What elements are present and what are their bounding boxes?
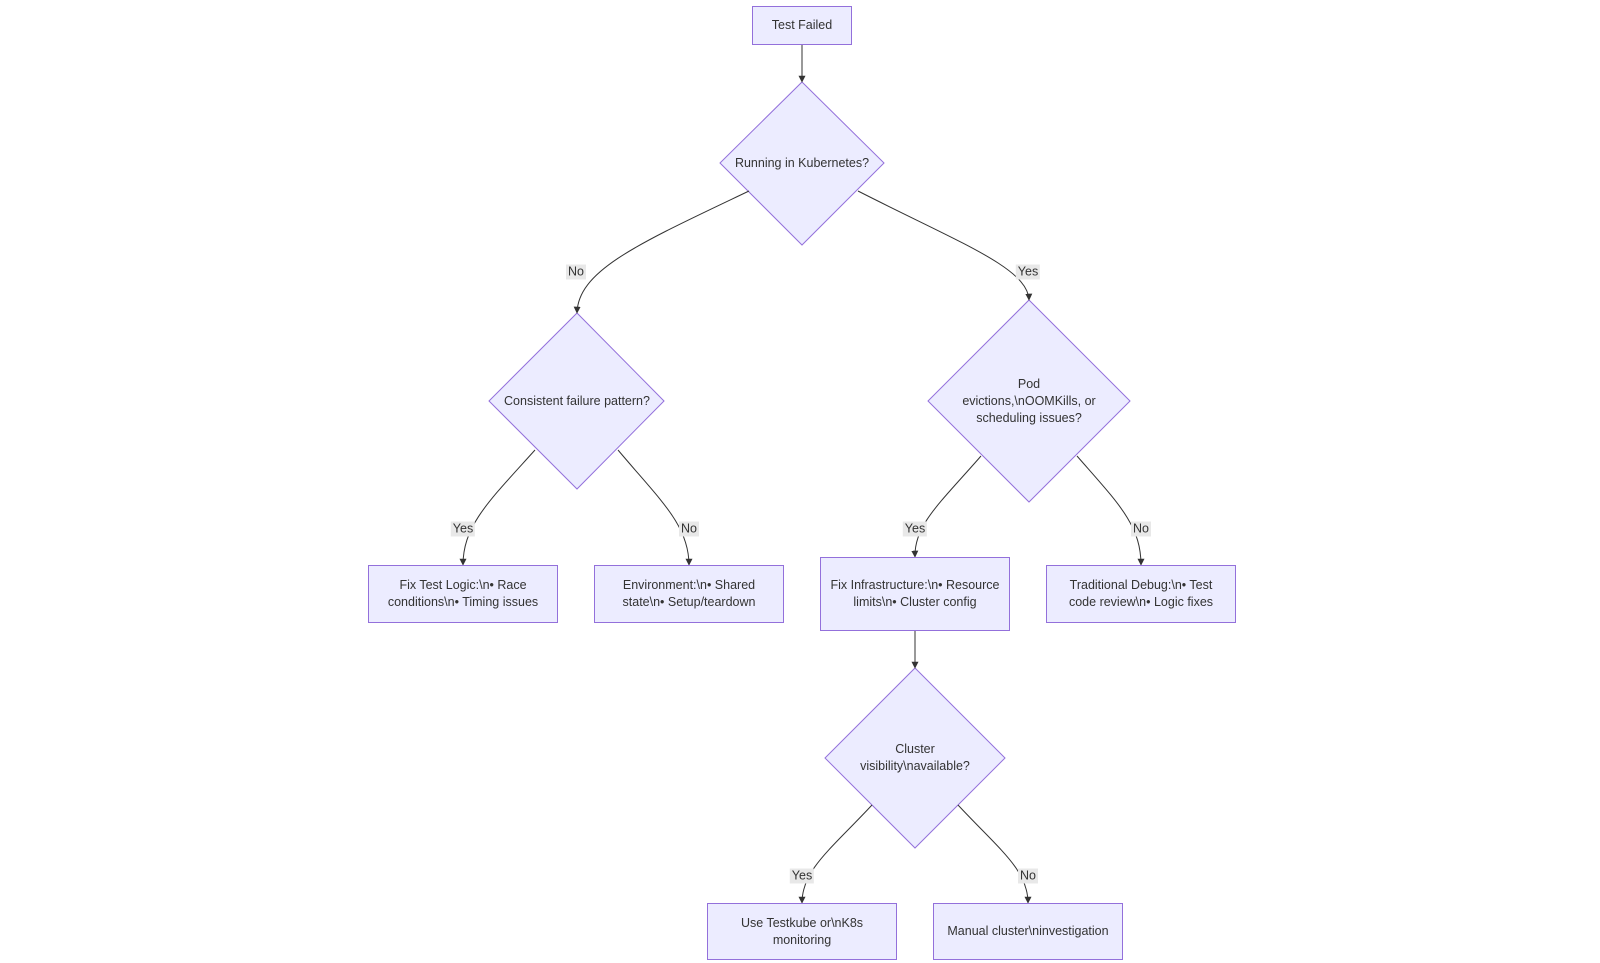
node-traditional-debug-label: Traditional Debug:\n• Test code review\n… — [1068, 578, 1214, 609]
node-fix-infrastructure: Fix Infrastructure:\n• Resource limits\n… — [820, 557, 1010, 631]
node-manual-investigation-label: Manual cluster\ninvestigation — [947, 924, 1109, 938]
decision-running-k8s-label: Running in Kubernetes? — [734, 155, 870, 170]
node-use-testkube-label: Use Testkube or\nK8s monitoring — [740, 915, 864, 947]
edge-consistent-failure-to-environment — [617, 449, 693, 566]
edge-label-visibility-yes: Yes — [789, 868, 815, 884]
edge-cluster-visibility-to-manual-investigation — [957, 804, 1032, 904]
decision-running-k8s: Running in Kubernetes? — [722, 143, 882, 183]
edge-label-pod-no: No — [1131, 521, 1151, 537]
decision-cluster-visibility: Cluster visibility\navailable? — [835, 738, 995, 778]
decision-consistent-failure-label: Consistent failure pattern? — [504, 393, 650, 408]
edge-label-consistent-yes: Yes — [450, 521, 476, 537]
node-environment: Environment:\n• Shared state\n• Setup/te… — [594, 565, 784, 623]
edge-running-k8s-to-pod-evictions — [857, 190, 1033, 301]
edge-label-k8s-no: No — [566, 264, 586, 280]
decision-consistent-failure: Consistent failure pattern? — [497, 381, 657, 421]
decision-cluster-visibility-shape — [824, 667, 1006, 849]
decision-running-k8s-shape — [719, 81, 885, 246]
edge-consistent-failure-to-fix-test-logic — [459, 449, 536, 566]
edge-running-k8s-to-consistent-failure — [573, 190, 750, 314]
decision-pod-evictions-shape — [927, 299, 1131, 503]
edge-label-consistent-no: No — [679, 521, 699, 537]
decision-pod-evictions-label: Pod evictions,\nOOMKills, or scheduling … — [962, 376, 1096, 425]
node-use-testkube: Use Testkube or\nK8s monitoring — [707, 903, 897, 960]
node-manual-investigation: Manual cluster\ninvestigation — [933, 903, 1123, 960]
node-fix-test-logic: Fix Test Logic:\n• Race conditions\n• Ti… — [368, 565, 558, 623]
edge-label-k8s-yes: Yes — [1015, 264, 1041, 280]
node-fix-infrastructure-label: Fix Infrastructure:\n• Resource limits\n… — [830, 578, 1000, 609]
edge-cluster-visibility-to-use-testkube — [798, 804, 873, 904]
decision-consistent-failure-shape — [488, 312, 665, 490]
node-test-failed: Test Failed — [752, 6, 852, 45]
edge-pod-evictions-to-traditional-debug — [1076, 455, 1145, 566]
node-test-failed-label: Test Failed — [771, 18, 833, 32]
decision-cluster-visibility-label: Cluster visibility\navailable? — [860, 742, 970, 773]
edge-label-visibility-no: No — [1018, 868, 1038, 884]
node-fix-test-logic-label: Fix Test Logic:\n• Race conditions\n• Ti… — [387, 578, 539, 609]
node-traditional-debug: Traditional Debug:\n• Test code review\n… — [1046, 565, 1236, 623]
edge-label-pod-yes: Yes — [902, 521, 928, 537]
node-environment-label: Environment:\n• Shared state\n• Setup/te… — [622, 578, 756, 609]
edge-pod-evictions-to-fix-infrastructure — [911, 455, 982, 558]
decision-pod-evictions: Pod evictions,\nOOMKills, or scheduling … — [954, 376, 1104, 426]
